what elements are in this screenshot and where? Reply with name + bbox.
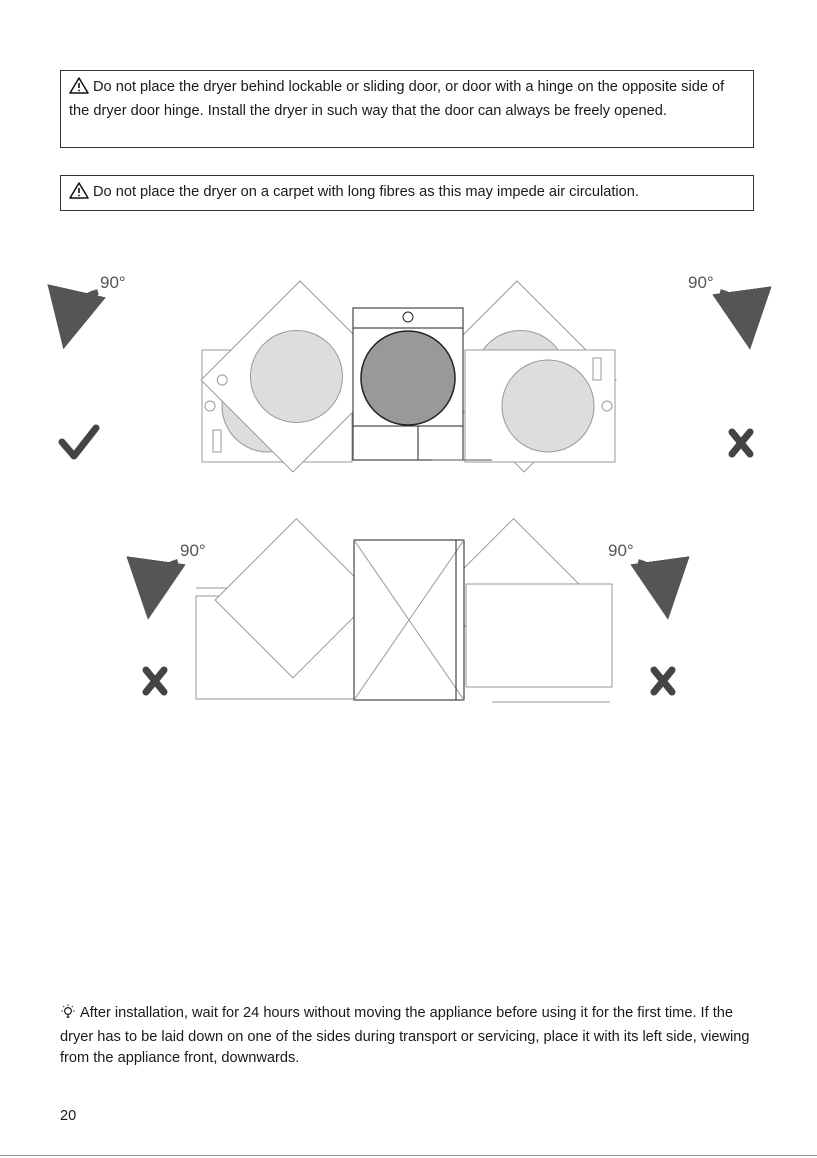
angle-label-top-right: 90° <box>688 273 714 292</box>
warning-box-door: Do not place the dryer behind lockable o… <box>60 70 754 148</box>
footer-divider <box>0 1155 817 1156</box>
angle-label-bottom-right: 90° <box>608 541 634 560</box>
top-front-view-diagram <box>200 280 617 473</box>
angle-label-bottom-left: 90° <box>180 541 206 560</box>
warning-box-carpet: Do not place the dryer on a carpet with … <box>60 175 754 211</box>
rotate-right-arrow-icon <box>630 556 690 620</box>
warning-triangle-icon <box>69 182 89 206</box>
warning-text-door: Do not place the dryer behind lockable o… <box>69 79 725 119</box>
dryer-tilt-illustration: 90° 90° <box>0 240 817 720</box>
cross-mark-icon <box>650 666 676 696</box>
cross-mark-icon <box>728 428 754 458</box>
tip-text: After installation, wait for 24 hours wi… <box>60 1005 750 1066</box>
rotate-left-arrow-icon <box>47 284 106 350</box>
check-mark-icon <box>58 424 100 460</box>
warning-text-carpet: Do not place the dryer on a carpet with … <box>93 184 639 200</box>
rotate-left-arrow-icon <box>126 556 186 620</box>
lightbulb-icon <box>60 1004 76 1027</box>
warning-triangle-icon <box>69 77 89 101</box>
bottom-side-view-diagram <box>195 517 613 703</box>
cross-mark-icon <box>142 666 168 696</box>
installation-tip: After installation, wait for 24 hours wi… <box>60 1003 760 1069</box>
rotate-right-arrow-icon <box>712 286 772 350</box>
angle-label-top-left: 90° <box>100 273 126 292</box>
page-number: 20 <box>60 1108 77 1124</box>
